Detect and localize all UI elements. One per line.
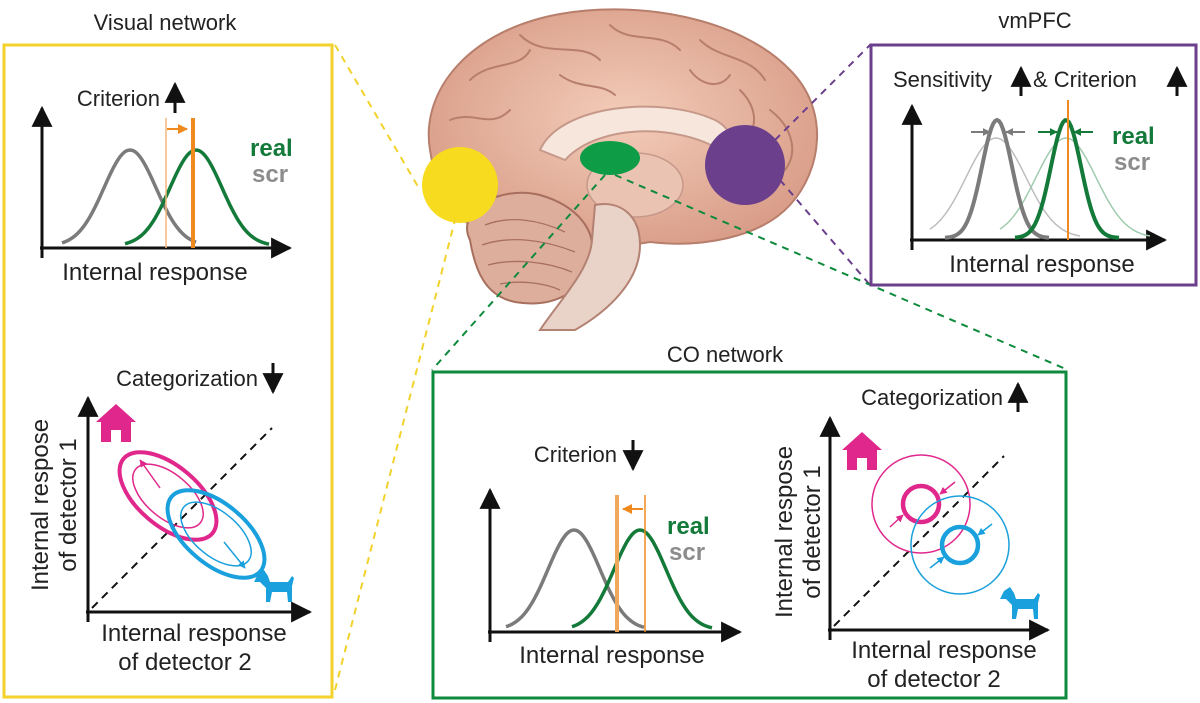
vmpfc-region-marker — [705, 125, 785, 205]
real-distribution-curve — [571, 528, 713, 630]
co-categorization-heading: Categorization — [861, 385, 1003, 410]
house-distribution-outer — [117, 450, 219, 542]
legend-scr: scr — [1114, 149, 1150, 176]
brainstem — [538, 203, 642, 331]
vmpfc-frame — [869, 43, 1198, 287]
x-axis-label-line2: of detector 2 — [118, 649, 251, 676]
visual-region-marker — [422, 147, 498, 223]
house-expand-arrow — [139, 459, 161, 489]
house-shrink-arrow-2 — [889, 514, 904, 528]
vmpfc-criterion-heading: & Criterion — [1033, 67, 1137, 92]
legend-scr: scr — [252, 161, 288, 188]
legend-real: real — [667, 513, 710, 540]
x-axis-label: Internal response — [62, 259, 247, 286]
dog-shrink-arrow-1 — [977, 523, 993, 536]
brain-illustration — [427, 8, 819, 331]
vmpfc-plot: Sensitivity & Criterion real scr Interna… — [893, 65, 1188, 278]
co-region-marker — [580, 141, 640, 175]
y-axis-label-line2: of detector 1 — [55, 438, 82, 571]
dog-distribution-outer — [165, 488, 267, 580]
legend-real: real — [250, 135, 293, 162]
visual-criterion-heading: Criterion — [77, 86, 160, 111]
legend-scr: scr — [669, 539, 705, 566]
visual-connector-top — [334, 44, 421, 191]
x-axis-label: Internal response — [949, 251, 1134, 278]
diagonal-decision-line — [833, 455, 1005, 627]
co-criterion-heading: Criterion — [534, 442, 617, 467]
house-shrink-arrow-1 — [939, 481, 956, 495]
dog-distribution-inner — [939, 524, 981, 566]
visual-categorization-plot: Categorization Internal respose of detec… — [27, 363, 313, 676]
visual-connector-bottom — [334, 219, 456, 691]
co-categorization-plot: Categorization Internal respose of detec… — [771, 381, 1051, 693]
visual-network-frame — [2, 43, 334, 699]
dog-distribution-inner — [180, 501, 252, 567]
legend-real: real — [1112, 123, 1155, 150]
co-connector-left — [431, 174, 606, 371]
y-axis-label-line2: of detector 1 — [799, 465, 826, 598]
scr-distribution-curve-wide — [929, 137, 1081, 237]
co-network-frame — [431, 370, 1068, 700]
co-network-title: CO network — [667, 342, 784, 367]
visual-criterion-plot: Criterion real scr Internal response — [31, 81, 293, 286]
house-icon — [842, 432, 882, 470]
house-distribution-outer — [871, 454, 971, 554]
scr-distribution-curve — [505, 528, 645, 629]
co-criterion-plot: Criterion real scr Internal response — [479, 440, 743, 669]
x-axis-label: Internal response — [519, 642, 704, 669]
x-axis-label-line1: Internal response — [851, 637, 1036, 664]
house-icon — [96, 404, 136, 442]
dog-expand-arrow — [223, 541, 246, 569]
dog-icon — [254, 570, 294, 602]
visual-categorization-heading: Categorization — [116, 366, 258, 391]
co-connector-right — [614, 174, 1069, 371]
dog-shrink-arrow-2 — [929, 556, 945, 569]
diagonal-decision-line — [91, 427, 273, 609]
y-axis-label-line1: Internal respose — [771, 446, 798, 618]
vmpfc-connector-top — [774, 44, 871, 141]
dog-distribution-outer — [910, 495, 1010, 595]
vmpfc-connector-bottom — [779, 179, 871, 286]
real-distribution-curve — [124, 148, 270, 246]
vmpfc-sensitivity-heading: Sensitivity — [893, 67, 992, 92]
y-axis-label-line1: Internal respose — [27, 419, 54, 591]
house-distribution-inner — [900, 483, 942, 525]
visual-network-title: Visual network — [94, 10, 238, 35]
scr-distribution-curve — [61, 148, 197, 245]
vmpfc-title: vmPFC — [998, 8, 1071, 33]
x-axis-label-line2: of detector 2 — [867, 666, 1000, 693]
x-axis-label-line1: Internal response — [101, 620, 286, 647]
cerebellum-folds — [481, 219, 576, 291]
dog-icon — [1000, 587, 1040, 619]
house-distribution-inner — [132, 463, 204, 529]
